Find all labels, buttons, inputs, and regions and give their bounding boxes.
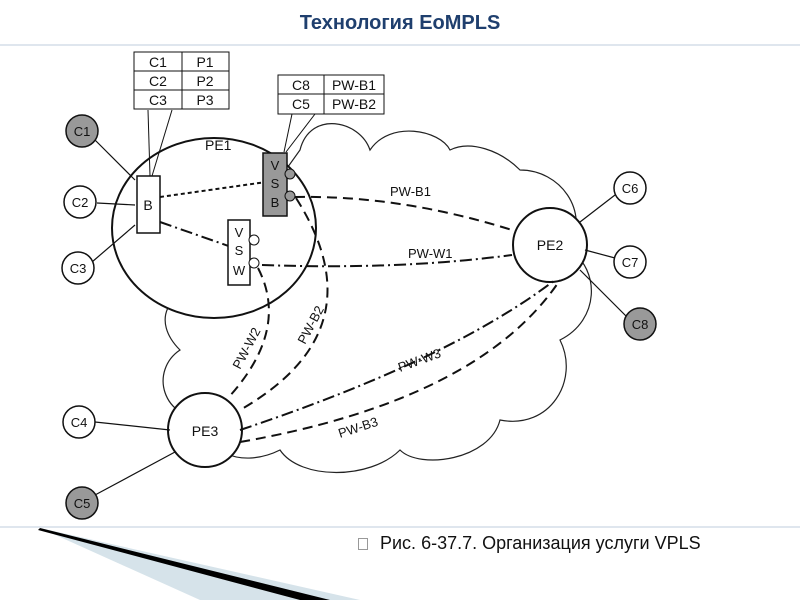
diagram-shape bbox=[283, 113, 293, 153]
diagram-shape bbox=[40, 528, 360, 600]
diagram-shape bbox=[96, 202, 136, 206]
diagram-shape bbox=[579, 194, 616, 223]
pw-w1-line bbox=[261, 254, 513, 268]
diagram-shape bbox=[151, 109, 173, 177]
diagram-shape bbox=[94, 421, 171, 431]
diagram-shape bbox=[613, 171, 647, 205]
pe1-label: PE1 bbox=[205, 137, 232, 153]
bottom-divider bbox=[0, 526, 800, 528]
diagram-shape bbox=[94, 451, 176, 496]
diagram-label: C6 bbox=[622, 181, 639, 196]
customer-c7: C7 bbox=[613, 245, 647, 279]
diagram-label: B bbox=[271, 195, 280, 210]
pe2-label: PE2 bbox=[537, 237, 564, 253]
diagram-shape bbox=[284, 168, 296, 180]
caption-text: Рис. 6-37.7. Организация услуги VPLS bbox=[380, 533, 701, 553]
diagram-shape bbox=[579, 269, 629, 319]
diagram-shape bbox=[94, 139, 136, 181]
diagram-shape bbox=[623, 307, 657, 341]
diagram-shape bbox=[91, 224, 136, 263]
pe3-label: PE3 bbox=[192, 423, 219, 439]
pw-b-internal bbox=[159, 181, 267, 198]
diagram-shape bbox=[248, 234, 260, 246]
customer-c4: C4 bbox=[62, 405, 96, 439]
port-table bbox=[133, 51, 230, 110]
pw-w3-label: PW-W3 bbox=[396, 345, 443, 374]
diagram-label: W bbox=[233, 263, 246, 278]
vpls-diagram: PE1 PE2 PE3 PW-B1 PW-W1 PW-W2 PW-B2 PW-W… bbox=[61, 51, 657, 520]
pe2-circle bbox=[512, 207, 588, 283]
diagram-shape bbox=[284, 190, 296, 202]
diagram-label: V bbox=[235, 225, 244, 240]
diagram-shape bbox=[147, 109, 151, 177]
diagram-shape bbox=[285, 113, 316, 153]
pw-w2-line bbox=[227, 267, 270, 399]
diagram-shape bbox=[63, 185, 97, 219]
diagram-shape bbox=[65, 114, 99, 148]
diagram-shape bbox=[61, 251, 95, 285]
customer-c8: C8 bbox=[623, 307, 657, 341]
vsw-box bbox=[227, 219, 251, 286]
top-divider bbox=[0, 44, 800, 46]
diagram-label: C5 bbox=[292, 96, 310, 112]
bullet-icon bbox=[358, 538, 368, 551]
diagram-shape bbox=[91, 139, 629, 496]
customer-c5: C5 bbox=[65, 486, 99, 520]
diagram-label: C3 bbox=[70, 261, 87, 276]
diagram-label: C7 bbox=[622, 255, 639, 270]
diagram-shape bbox=[613, 245, 647, 279]
diagram-label: S bbox=[271, 176, 280, 191]
pw-b3-line bbox=[239, 279, 561, 443]
diagram-label: C5 bbox=[74, 496, 91, 511]
diagram-shape bbox=[584, 249, 616, 259]
diagram-label: P3 bbox=[196, 92, 213, 108]
diagram-shape bbox=[159, 181, 561, 443]
pw-b1-label: PW-B1 bbox=[390, 184, 431, 199]
diagram-label: C3 bbox=[149, 92, 167, 108]
figure-caption: Рис. 6-37.7. Организация услуги VPLS bbox=[358, 533, 701, 554]
pw-w3-line bbox=[239, 279, 556, 431]
decorative-wedge bbox=[38, 528, 360, 600]
pw-table bbox=[277, 74, 385, 115]
diagram-label: S bbox=[235, 243, 244, 258]
diagram-label: PW-B1 bbox=[332, 77, 376, 93]
diagram-label: V bbox=[271, 158, 280, 173]
diagram-label: C8 bbox=[632, 317, 649, 332]
bridge-box bbox=[136, 175, 161, 234]
diagram-label: C1 bbox=[74, 124, 91, 139]
diagram-label: P1 bbox=[196, 54, 213, 70]
diagram-label: PW-B2 bbox=[332, 96, 376, 112]
customer-c1: C1 bbox=[65, 114, 99, 148]
bridge-label: B bbox=[143, 197, 152, 213]
diagram-label: C4 bbox=[71, 415, 88, 430]
diagram-label: C2 bbox=[72, 195, 89, 210]
diagram-shape bbox=[147, 109, 316, 177]
slide-title: Технология EoMPLS bbox=[299, 12, 501, 34]
customer-c6: C6 bbox=[613, 171, 647, 205]
pw-b2-line bbox=[239, 197, 329, 411]
customer-c3: C3 bbox=[61, 251, 95, 285]
pw-w2-label: PW-W2 bbox=[229, 325, 263, 371]
diagram-shape bbox=[248, 257, 260, 269]
diagram-shape bbox=[65, 486, 99, 520]
pw-w-internal bbox=[159, 221, 241, 251]
customer-c2: C2 bbox=[63, 185, 97, 219]
diagram-shape bbox=[62, 405, 96, 439]
diagram-label: P2 bbox=[196, 73, 213, 89]
diagram-label: C8 bbox=[292, 77, 310, 93]
diagram-label: C1 bbox=[149, 54, 167, 70]
vsb-box bbox=[262, 152, 288, 217]
pw-b1-line bbox=[294, 195, 513, 231]
diagram-shape bbox=[38, 528, 330, 600]
diagram-label: C2 bbox=[149, 73, 167, 89]
pw-w1-label: PW-W1 bbox=[408, 246, 453, 261]
